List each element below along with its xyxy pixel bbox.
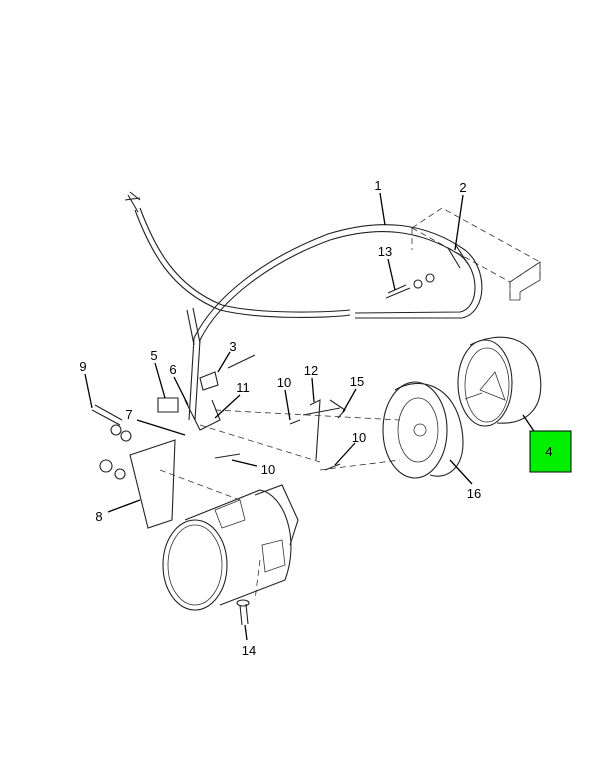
bolt-14 xyxy=(236,599,250,626)
brake-cable xyxy=(124,191,483,421)
small-parts xyxy=(91,354,301,529)
callout-7[interactable]: 7 xyxy=(125,407,132,422)
bolt-13 xyxy=(385,273,435,299)
callout-10b[interactable]: 10 xyxy=(352,430,366,445)
callout-12[interactable]: 12 xyxy=(304,363,318,378)
brake-shoe-assembly xyxy=(382,381,464,479)
brake-drum xyxy=(457,336,542,427)
callout-11[interactable]: 11 xyxy=(236,380,250,395)
callout-14[interactable]: 14 xyxy=(242,643,256,658)
callout-16[interactable]: 16 xyxy=(467,486,481,501)
callout-4[interactable]: 4 xyxy=(545,444,552,459)
callout-9[interactable]: 9 xyxy=(79,359,86,374)
leader-lines xyxy=(84,192,541,641)
assembly-lines xyxy=(159,409,401,601)
linkage xyxy=(302,399,346,471)
callout-8[interactable]: 8 xyxy=(95,509,102,524)
callout-labels: 1 2 13 3 5 6 11 9 7 10 12 15 10 10 16 8 … xyxy=(79,178,552,658)
frame-bracket xyxy=(411,207,541,301)
callout-13[interactable]: 13 xyxy=(378,244,392,259)
callout-2[interactable]: 2 xyxy=(459,180,466,195)
callout-3[interactable]: 3 xyxy=(229,339,236,354)
callout-6[interactable]: 6 xyxy=(169,362,176,377)
callout-15[interactable]: 15 xyxy=(350,374,364,389)
transmission-housing xyxy=(162,484,299,611)
callout-10c[interactable]: 10 xyxy=(261,462,275,477)
callout-5[interactable]: 5 xyxy=(150,348,157,363)
callout-1[interactable]: 1 xyxy=(374,178,381,193)
highlight-box-4[interactable] xyxy=(529,430,572,473)
callout-10a[interactable]: 10 xyxy=(277,375,291,390)
